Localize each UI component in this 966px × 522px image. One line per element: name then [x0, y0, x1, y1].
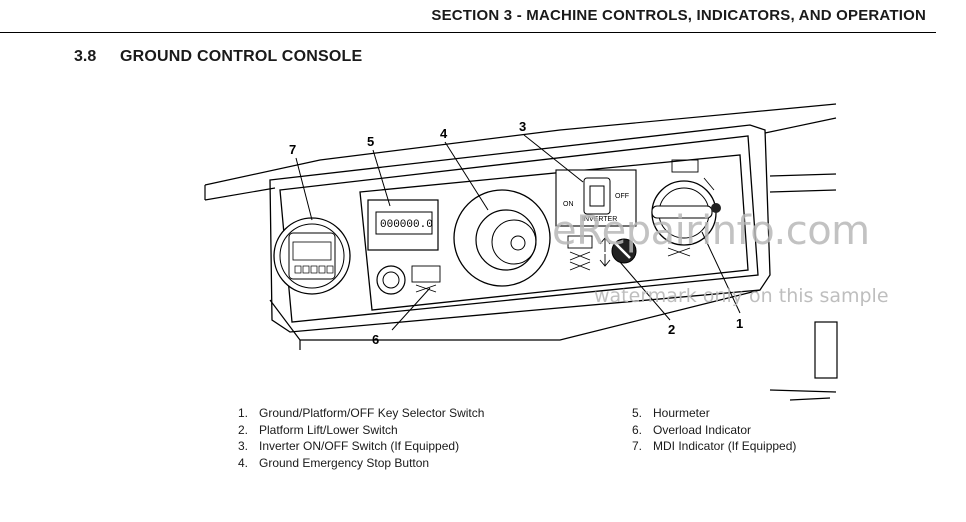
callout-3: 3 [519, 119, 526, 134]
hourmeter: 000000.0 [367, 199, 439, 251]
legend-text: Ground Emergency Stop Button [259, 455, 430, 470]
legend-number: 3. [238, 439, 249, 453]
callout-1: 1 [736, 316, 743, 331]
legend-number: 1. [238, 406, 249, 420]
legend-text: Overload Indicator [653, 422, 752, 437]
legend-item: 6. Overload Indicator [632, 422, 796, 439]
callout-6: 6 [372, 332, 379, 347]
inverter-label: INVERTER [582, 216, 617, 223]
legend-number: 4. [238, 455, 249, 470]
section-title: GROUND CONTROL CONSOLE [120, 48, 363, 65]
legend-text: Inverter ON/OFF Switch (If Equipped) [259, 439, 460, 453]
legend-text: Platform Lift/Lower Switch [259, 422, 398, 437]
legend-number: 5. [632, 406, 643, 420]
legend-number: 7. [632, 439, 643, 453]
header-rule [0, 32, 936, 33]
legend-text: MDI Indicator (If Equipped) [653, 439, 797, 453]
watermark-logo: eRepairinfo.com [552, 208, 870, 254]
legend-right: 5. Hourmeter 6. Overload Indicator 7. MD… [632, 405, 796, 455]
watermark-note: watermark only on this sample [594, 285, 889, 307]
inverter-off-label: OFF [615, 193, 629, 200]
callout-5: 5 [367, 134, 374, 149]
platform-lift-lower-switch[interactable] [567, 235, 637, 271]
hourmeter-reading: 000000.0 [380, 219, 433, 231]
legend-item: 5. Hourmeter [632, 405, 796, 422]
legend-item: 7. MDI Indicator (If Equipped) [632, 438, 796, 455]
legend-item: 2. Platform Lift/Lower Switch [238, 422, 484, 439]
callout-4: 4 [440, 126, 448, 141]
callout-7: 7 [289, 142, 296, 157]
section-header: SECTION 3 - MACHINE CONTROLS, INDICATORS… [431, 7, 926, 24]
legend-item: 1. Ground/Platform/OFF Key Selector Swit… [238, 405, 484, 422]
legend-number: 2. [238, 422, 249, 437]
mdi-indicator [273, 217, 351, 295]
key-selector-switch[interactable] [651, 159, 721, 257]
ground-control-console-figure: 000000.0 ON OFF INVERTER [204, 103, 838, 401]
section-number: 3.8 [74, 48, 97, 65]
overload-indicator [376, 265, 441, 295]
callout-2: 2 [668, 322, 675, 337]
legend-number: 6. [632, 422, 643, 437]
inverter-switch[interactable]: ON OFF INVERTER [555, 169, 637, 227]
legend-left: 1. Ground/Platform/OFF Key Selector Swit… [238, 405, 484, 471]
inverter-on-label: ON [563, 201, 574, 208]
legend-text: Ground/Platform/OFF Key Selector Switch [259, 406, 485, 420]
emergency-stop-button[interactable] [453, 189, 551, 287]
legend-item: 4. Ground Emergency Stop Button [238, 455, 484, 472]
legend-text: Hourmeter [653, 406, 710, 420]
legend-item: 3. Inverter ON/OFF Switch (If Equipped) [238, 438, 484, 455]
